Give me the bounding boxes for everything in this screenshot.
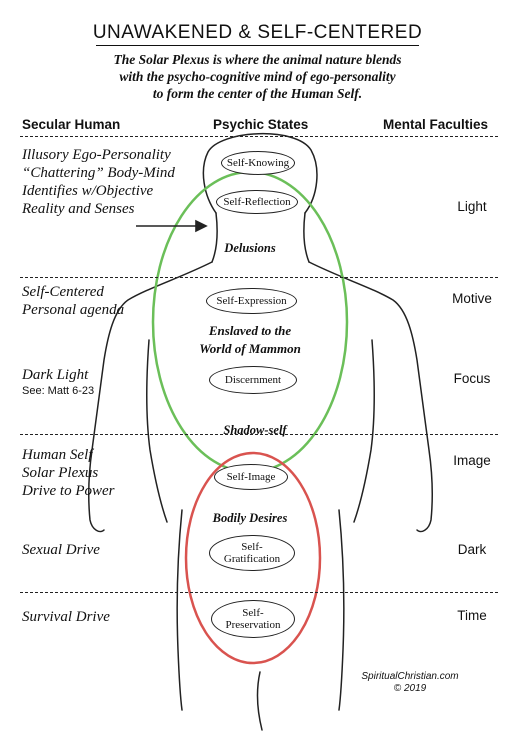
state-self-gratification-line-2: Gratification [223,553,281,565]
faculty-focus: Focus [453,371,491,386]
faculty-image: Image [453,453,491,468]
label-human-self-line-3: Drive to Power [22,483,115,499]
label-ego-line-4: Reality and Senses [22,201,135,217]
faculty-dark: Dark [457,542,487,557]
label-ego-line-1: Illusory Ego-Personality [22,147,171,163]
title-underline [96,45,419,46]
neck-left [211,212,218,263]
hip-right [338,509,345,711]
separator-1 [20,277,498,278]
state-self-preservation: Self- Preservation [211,600,295,638]
neck-right [303,212,310,263]
state-shadow-self: Shadow-self [223,423,287,437]
label-dark-light: Dark Light [22,367,89,383]
state-self-preservation-line-2: Preservation [225,619,281,631]
label-human-self-line-2: Solar Plexus [22,465,99,481]
state-enslaved: Enslaved to the World of Mammon [170,322,330,358]
label-ego-line-3: Identifies w/Objective [22,183,154,199]
label-self-centered-line-1: Self-Centered [22,284,104,300]
state-self-expression: Self-Expression [206,288,297,314]
subtitle-line-2: with the psycho-cognitive mind of ego-pe… [119,69,396,84]
state-self-image: Self-Image [214,464,288,490]
state-self-gratification-line-1: Self- [241,541,263,553]
label-ego-personality: Illusory Ego-Personality “Chattering” Bo… [22,146,175,218]
state-self-preservation-line-1: Self- [242,607,264,619]
state-delusions: Delusions [224,241,276,255]
buttocks-line [256,671,263,731]
state-bodily-desires: Bodily Desires [212,511,288,525]
subtitle-line-3: to form the center of the Human Self. [152,86,363,101]
inner-arm-right [353,339,375,523]
label-ego-line-2: “Chattering” Body-Mind [22,165,175,181]
column-header-psychic-states: Psychic States [213,117,309,132]
label-self-centered: Self-Centered Personal agenda [22,283,124,319]
label-human-self: Human Self Solar Plexus Drive to Power [22,446,114,500]
head-outline [202,133,318,214]
hip-left [176,509,183,711]
state-discernment: Discernment [209,366,297,394]
inner-arm-left [146,339,168,523]
pointer-arrow [136,219,208,233]
shoulder-torso-left [87,261,213,533]
subtitle-line-1: The Solar Plexus is where the animal nat… [113,52,402,67]
label-dark-light-note: See: Matt 6-23 [22,385,95,397]
footer-copyright: © 2019 [393,683,427,694]
faculty-motive: Motive [452,291,492,306]
shoulder-torso-right [308,261,434,533]
label-survival-drive: Survival Drive [22,609,110,625]
separator-3 [20,592,498,593]
state-self-knowing: Self-Knowing [221,151,295,175]
red-oval [184,451,322,665]
state-self-reflection: Self-Reflection [216,190,298,214]
column-header-mental-faculties: Mental Faculties [383,117,489,132]
separator-2 [20,434,498,435]
faculty-light: Light [457,199,487,214]
column-header-secular-human: Secular Human [22,117,121,132]
state-enslaved-line-1: Enslaved to the [208,323,292,338]
separator-header [20,136,498,137]
label-human-self-line-1: Human Self [22,447,93,463]
label-sexual-drive: Sexual Drive [22,542,100,558]
footer-site: SpiritualChristian.com [361,671,459,682]
faculty-time: Time [457,608,487,623]
page-title: UNAWAKENED & SELF-CENTERED [92,22,423,43]
footer-credit: SpiritualChristian.com © 2019 [330,671,490,695]
state-enslaved-line-2: World of Mammon [199,341,301,356]
label-self-centered-line-2: Personal agenda [22,302,125,318]
state-self-gratification: Self- Gratification [209,535,295,571]
